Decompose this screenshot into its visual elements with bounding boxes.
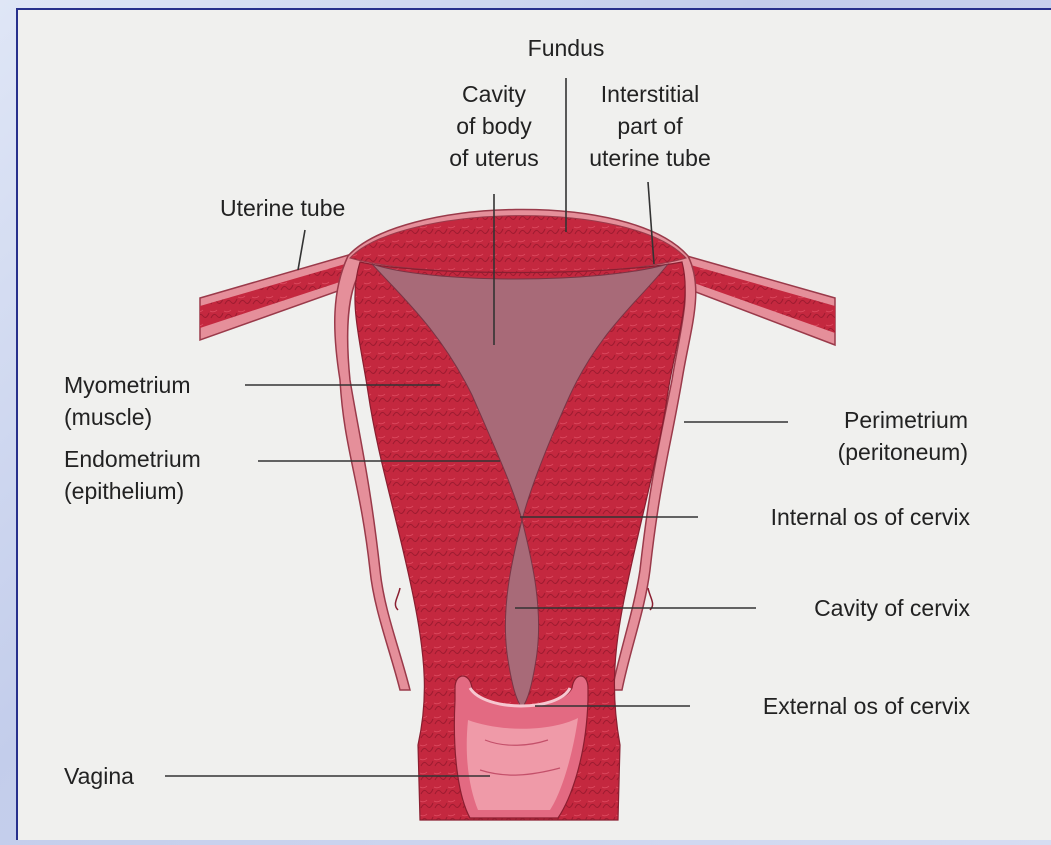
uterine-tube-left: [200, 254, 352, 340]
label-external-os: External os of cervix: [763, 693, 971, 719]
left-hook: [395, 588, 400, 610]
svg-text:uterine tube: uterine tube: [589, 145, 710, 171]
svg-text:(epithelium): (epithelium): [64, 478, 184, 504]
label-endometrium: Endometrium (epithelium): [64, 446, 201, 504]
fundus-region: [350, 216, 686, 273]
label-myometrium: Myometrium (muscle): [64, 372, 191, 430]
svg-text:Perimetrium: Perimetrium: [844, 407, 968, 433]
right-hook: [648, 588, 653, 610]
label-fundus: Fundus: [528, 35, 605, 61]
svg-text:(peritoneum): (peritoneum): [838, 439, 968, 465]
svg-text:Endometrium: Endometrium: [64, 446, 201, 472]
svg-text:of body: of body: [456, 113, 532, 139]
svg-text:(muscle): (muscle): [64, 404, 152, 430]
svg-text:Myometrium: Myometrium: [64, 372, 191, 398]
label-uterine-tube: Uterine tube: [220, 195, 345, 221]
label-perimetrium: Perimetrium (peritoneum): [838, 407, 968, 465]
svg-text:of uterus: of uterus: [449, 145, 539, 171]
uterine-tube-right: [680, 254, 835, 345]
label-internal-os: Internal os of cervix: [771, 504, 971, 530]
svg-text:Interstitial: Interstitial: [601, 81, 699, 107]
svg-text:Cavity: Cavity: [462, 81, 526, 107]
label-cavity-of-cervix: Cavity of cervix: [814, 595, 970, 621]
label-interstitial: Interstitial part of uterine tube: [589, 81, 710, 171]
label-cavity-of-body: Cavity of body of uterus: [449, 81, 539, 171]
svg-text:part of: part of: [617, 113, 683, 139]
label-vagina: Vagina: [64, 763, 134, 789]
